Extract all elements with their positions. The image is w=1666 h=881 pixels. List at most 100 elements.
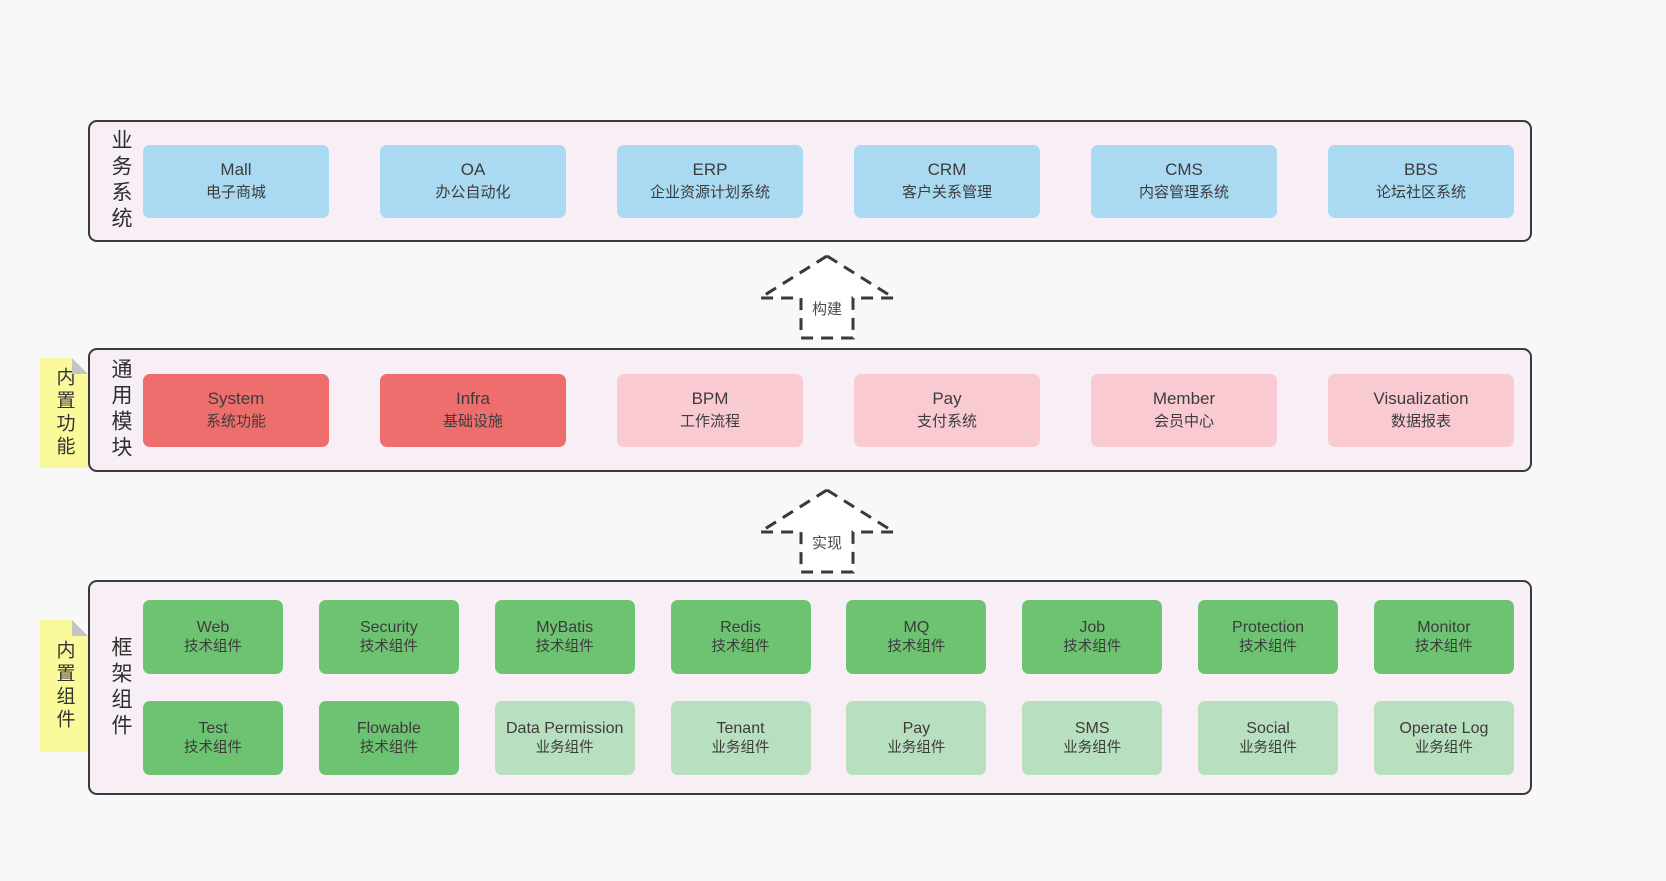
box-title: Pay	[902, 719, 931, 737]
box-mall: Mall 电子商城	[143, 144, 329, 218]
box-subtitle: 论坛社区系统	[1375, 184, 1466, 202]
builtin-features-note-label: 内置功能	[53, 367, 75, 459]
box-title: OA	[460, 159, 486, 179]
box-subtitle: 系统功能	[205, 413, 266, 431]
section-common-modules: 内置功能 通用模块 System 系统功能 Infra 基础设施 BPM 工作流…	[40, 348, 1532, 472]
box-subtitle: 业务组件	[535, 739, 594, 756]
business-box-row: Mall 电子商城 OA 办公自动化 ERP 企业资源计划系统 CRM 客户关系…	[143, 144, 1514, 218]
box-cms: CMS 内容管理系统	[1091, 144, 1277, 218]
box-crm: CRM 客户关系管理	[854, 144, 1040, 218]
box-monitor: Monitor 技术组件	[1373, 600, 1514, 674]
box-title: Monitor	[1417, 618, 1471, 636]
builtin-components-note-label: 内置组件	[53, 640, 75, 732]
dashed-up-arrow-icon	[754, 254, 900, 340]
box-title: BPM	[691, 388, 729, 408]
box-subtitle: 技术组件	[1239, 638, 1298, 655]
box-title: Security	[359, 618, 418, 636]
box-title: Visualization	[1373, 388, 1469, 408]
build-arrow-label: 构建	[808, 298, 846, 319]
box-subtitle: 办公自动化	[435, 184, 511, 202]
box-title: Data Permission	[506, 719, 624, 737]
components-row-2: Test 技术组件 Flowable 技术组件 Data Permission …	[143, 701, 1514, 775]
box-job: Job 技术组件	[1022, 600, 1163, 674]
box-visualization: Visualization 数据报表	[1328, 373, 1514, 447]
box-title: CMS	[1165, 159, 1203, 179]
box-title: Mall	[220, 159, 252, 179]
box-oa: OA 办公自动化	[380, 144, 566, 218]
box-member: Member 会员中心	[1091, 373, 1277, 447]
implement-arrow-label: 实现	[808, 532, 846, 553]
components-row-1: Web 技术组件 Security 技术组件 MyBatis 技术组件 Redi…	[143, 600, 1514, 674]
box-subtitle: 技术组件	[359, 739, 418, 756]
box-title: ERP	[692, 159, 728, 179]
box-title: BBS	[1403, 159, 1439, 179]
box-subtitle: 基础设施	[442, 413, 503, 431]
box-title: Member	[1152, 388, 1216, 408]
section-label-business-systems: 业务系统	[109, 129, 132, 233]
box-subtitle: 技术组件	[184, 638, 242, 655]
box-title: Social	[1246, 719, 1290, 737]
box-subtitle: 内容管理系统	[1138, 184, 1229, 202]
box-web: Web 技术组件	[143, 600, 283, 674]
modules-box-row: System 系统功能 Infra 基础设施 BPM 工作流程 Pay 支付系统…	[143, 373, 1514, 447]
box-infra: Infra 基础设施	[380, 373, 566, 447]
box-title: Redis	[720, 618, 761, 636]
box-title: MQ	[903, 618, 930, 636]
box-subtitle: 业务组件	[1414, 739, 1473, 756]
box-mybatis: MyBatis 技术组件	[494, 600, 635, 674]
box-subtitle: 业务组件	[1239, 739, 1298, 756]
box-title: Job	[1079, 618, 1106, 636]
box-subtitle: 支付系统	[916, 413, 977, 431]
box-redis: Redis 技术组件	[670, 600, 811, 674]
box-subtitle: 技术组件	[1414, 638, 1473, 655]
box-title: CRM	[927, 159, 967, 179]
box-tenant: Tenant 业务组件	[670, 701, 811, 775]
box-social: Social 业务组件	[1198, 701, 1339, 775]
box-system: System 系统功能	[143, 373, 329, 447]
box-pay-component: Pay 业务组件	[846, 701, 987, 775]
section-label-common-modules: 通用模块	[109, 358, 132, 462]
box-title: Flowable	[356, 719, 421, 737]
box-title: Operate Log	[1399, 719, 1489, 737]
build-arrow: 构建	[752, 252, 902, 342]
box-subtitle: 技术组件	[711, 638, 770, 655]
builtin-components-note: 内置组件	[40, 620, 88, 752]
box-flowable: Flowable 技术组件	[318, 701, 459, 775]
box-subtitle: 数据报表	[1390, 413, 1451, 431]
section-business-systems: 业务系统 Mall 电子商城 OA 办公自动化 ERP 企业资源计划系统 CRM…	[88, 120, 1532, 242]
box-security: Security 技术组件	[318, 600, 459, 674]
box-title: Infra	[455, 388, 491, 408]
box-pay-system: Pay 支付系统	[854, 373, 1040, 447]
box-sms: SMS 业务组件	[1022, 701, 1163, 775]
box-title: Test	[198, 719, 228, 737]
box-subtitle: 会员中心	[1153, 413, 1214, 431]
box-bpm: BPM 工作流程	[617, 373, 803, 447]
box-subtitle: 业务组件	[1063, 739, 1122, 756]
box-title: SMS	[1074, 719, 1110, 737]
box-title: System	[207, 388, 265, 408]
box-subtitle: 企业资源计划系统	[649, 184, 770, 202]
dashed-up-arrow-icon	[754, 488, 900, 574]
box-subtitle: 电子商城	[205, 184, 266, 202]
box-erp: ERP 企业资源计划系统	[617, 144, 803, 218]
box-data-permission: Data Permission 业务组件	[494, 701, 635, 775]
box-test: Test 技术组件	[143, 701, 283, 775]
box-subtitle: 技术组件	[887, 638, 946, 655]
implement-arrow: 实现	[752, 486, 902, 576]
box-subtitle: 技术组件	[359, 638, 418, 655]
box-subtitle: 工作流程	[679, 413, 740, 431]
box-subtitle: 业务组件	[887, 739, 946, 756]
components-grid: Web 技术组件 Security 技术组件 MyBatis 技术组件 Redi…	[143, 600, 1514, 775]
builtin-features-note: 内置功能	[40, 358, 88, 468]
box-subtitle: 客户关系管理	[901, 184, 992, 202]
box-title: Web	[196, 618, 230, 636]
box-title: Pay	[932, 388, 962, 408]
box-subtitle: 技术组件	[535, 638, 594, 655]
box-title: MyBatis	[536, 618, 594, 636]
section-framework-components: 内置组件 框架组件 Web 技术组件 Security 技术组件 MyBatis…	[40, 580, 1532, 795]
box-subtitle: 技术组件	[184, 739, 242, 756]
section-label-framework-components: 框架组件	[109, 635, 132, 740]
box-mq: MQ 技术组件	[846, 600, 987, 674]
box-subtitle: 业务组件	[711, 739, 770, 756]
